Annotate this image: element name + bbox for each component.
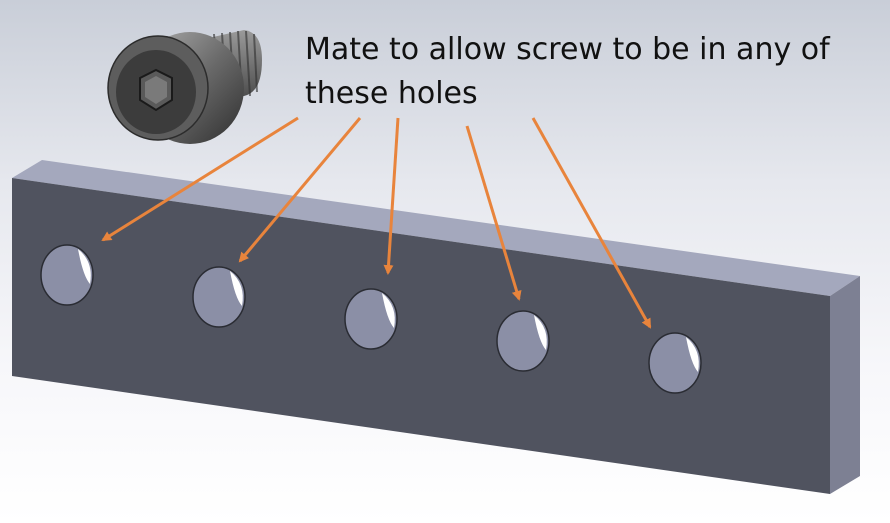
hole-2[interactable] (192, 266, 246, 328)
arrow-1 (101, 116, 299, 242)
plate-top-face (12, 160, 860, 296)
hole-1[interactable] (40, 244, 94, 306)
hole-3[interactable] (344, 288, 398, 350)
hole-4[interactable] (496, 310, 550, 372)
arrow-2 (238, 117, 362, 263)
arrow-5 (531, 117, 652, 329)
hole-5[interactable] (648, 332, 702, 394)
arrow-4 (465, 125, 522, 301)
pointer-arrows (101, 116, 652, 329)
socket-head-cap-screw-icon[interactable] (107, 30, 262, 144)
arrow-3 (383, 117, 400, 275)
plate-body[interactable] (12, 160, 860, 494)
mate-annotation-text: Mate to allow screw to be in any of thes… (305, 32, 830, 111)
plate-end-face (830, 276, 860, 494)
plate-front-face (12, 178, 830, 494)
holes (40, 244, 702, 394)
